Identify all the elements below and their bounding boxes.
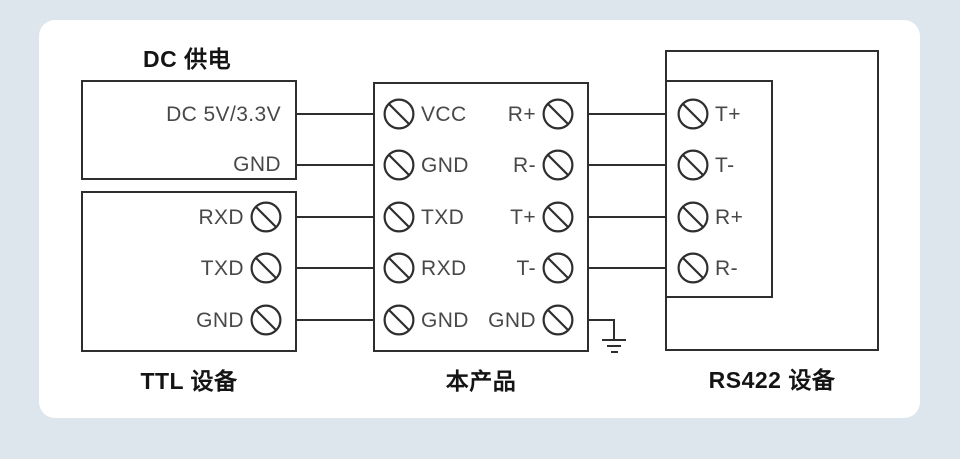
product-terminal-t-minus: T- — [421, 252, 574, 284]
power-pin-dc5v: DC 5V/3.3V — [166, 103, 281, 126]
terminal-label: T+ — [715, 102, 741, 126]
product-terminal-txd: TXD — [383, 201, 464, 233]
screw-terminal-icon — [542, 201, 574, 233]
rs422-terminal-t-minus: T- — [677, 149, 734, 181]
screw-terminal-icon — [542, 98, 574, 130]
screw-terminal-icon — [542, 149, 574, 181]
product-terminal-r-minus: R- — [421, 149, 574, 181]
rs422-terminal-r-plus: R+ — [677, 201, 743, 233]
screw-terminal-icon — [542, 252, 574, 284]
screw-terminal-icon — [250, 201, 282, 233]
terminal-label: VCC — [421, 102, 467, 126]
power-pin-gnd: GND — [233, 153, 281, 176]
terminal-label: R- — [715, 256, 738, 280]
ttl-terminal-rxd: RXD — [129, 201, 282, 233]
terminal-label: GND — [488, 308, 536, 332]
terminal-label: RXD — [421, 256, 467, 280]
rs422-device-title: RS422 设备 — [708, 367, 836, 393]
terminal-label: TXD — [421, 205, 465, 229]
terminal-label: T- — [715, 153, 735, 177]
screw-terminal-icon — [250, 304, 282, 336]
terminal-label: T- — [516, 256, 536, 280]
ttl-terminal-gnd: GND — [129, 304, 282, 336]
dc-power-title: DC 供电 — [143, 46, 232, 72]
screw-terminal-icon — [383, 304, 415, 336]
terminal-label: R- — [513, 153, 536, 177]
terminal-label: R+ — [715, 205, 744, 229]
screw-terminal-icon — [677, 149, 709, 181]
terminal-label: GND — [421, 153, 469, 177]
screw-terminal-icon — [383, 201, 415, 233]
product-terminal-gnd-power: GND — [383, 149, 469, 181]
terminal-label: RXD — [198, 205, 244, 229]
terminal-label: T+ — [510, 205, 536, 229]
terminal-label: R+ — [507, 102, 536, 126]
ttl-terminal-txd: TXD — [129, 252, 282, 284]
rs422-terminal-r-minus: R- — [677, 252, 738, 284]
ttl-device-title: TTL 设备 — [140, 368, 238, 394]
product-terminal-vcc: VCC — [383, 98, 467, 130]
screw-terminal-icon — [250, 252, 282, 284]
product-title: 本产品 — [445, 368, 517, 394]
product-terminal-t-plus: T+ — [421, 201, 574, 233]
screw-terminal-icon — [542, 304, 574, 336]
terminal-label: TXD — [200, 256, 244, 280]
screw-terminal-icon — [383, 252, 415, 284]
rs422-terminal-box — [665, 80, 773, 298]
product-terminal-gnd-right: GND — [421, 304, 574, 336]
product-terminal-r-plus: R+ — [421, 98, 574, 130]
ttl-device-box — [81, 191, 297, 352]
terminal-label: GND — [421, 308, 469, 332]
screw-terminal-icon — [677, 201, 709, 233]
product-terminal-rxd: RXD — [383, 252, 467, 284]
screw-terminal-icon — [383, 98, 415, 130]
terminal-label: GND — [196, 308, 244, 332]
screw-terminal-icon — [383, 149, 415, 181]
screw-terminal-icon — [677, 252, 709, 284]
screw-terminal-icon — [677, 98, 709, 130]
rs422-terminal-t-plus: T+ — [677, 98, 741, 130]
dc-power-box — [81, 80, 297, 180]
product-terminal-gnd-ttl: GND — [383, 304, 469, 336]
product-box — [373, 82, 589, 352]
